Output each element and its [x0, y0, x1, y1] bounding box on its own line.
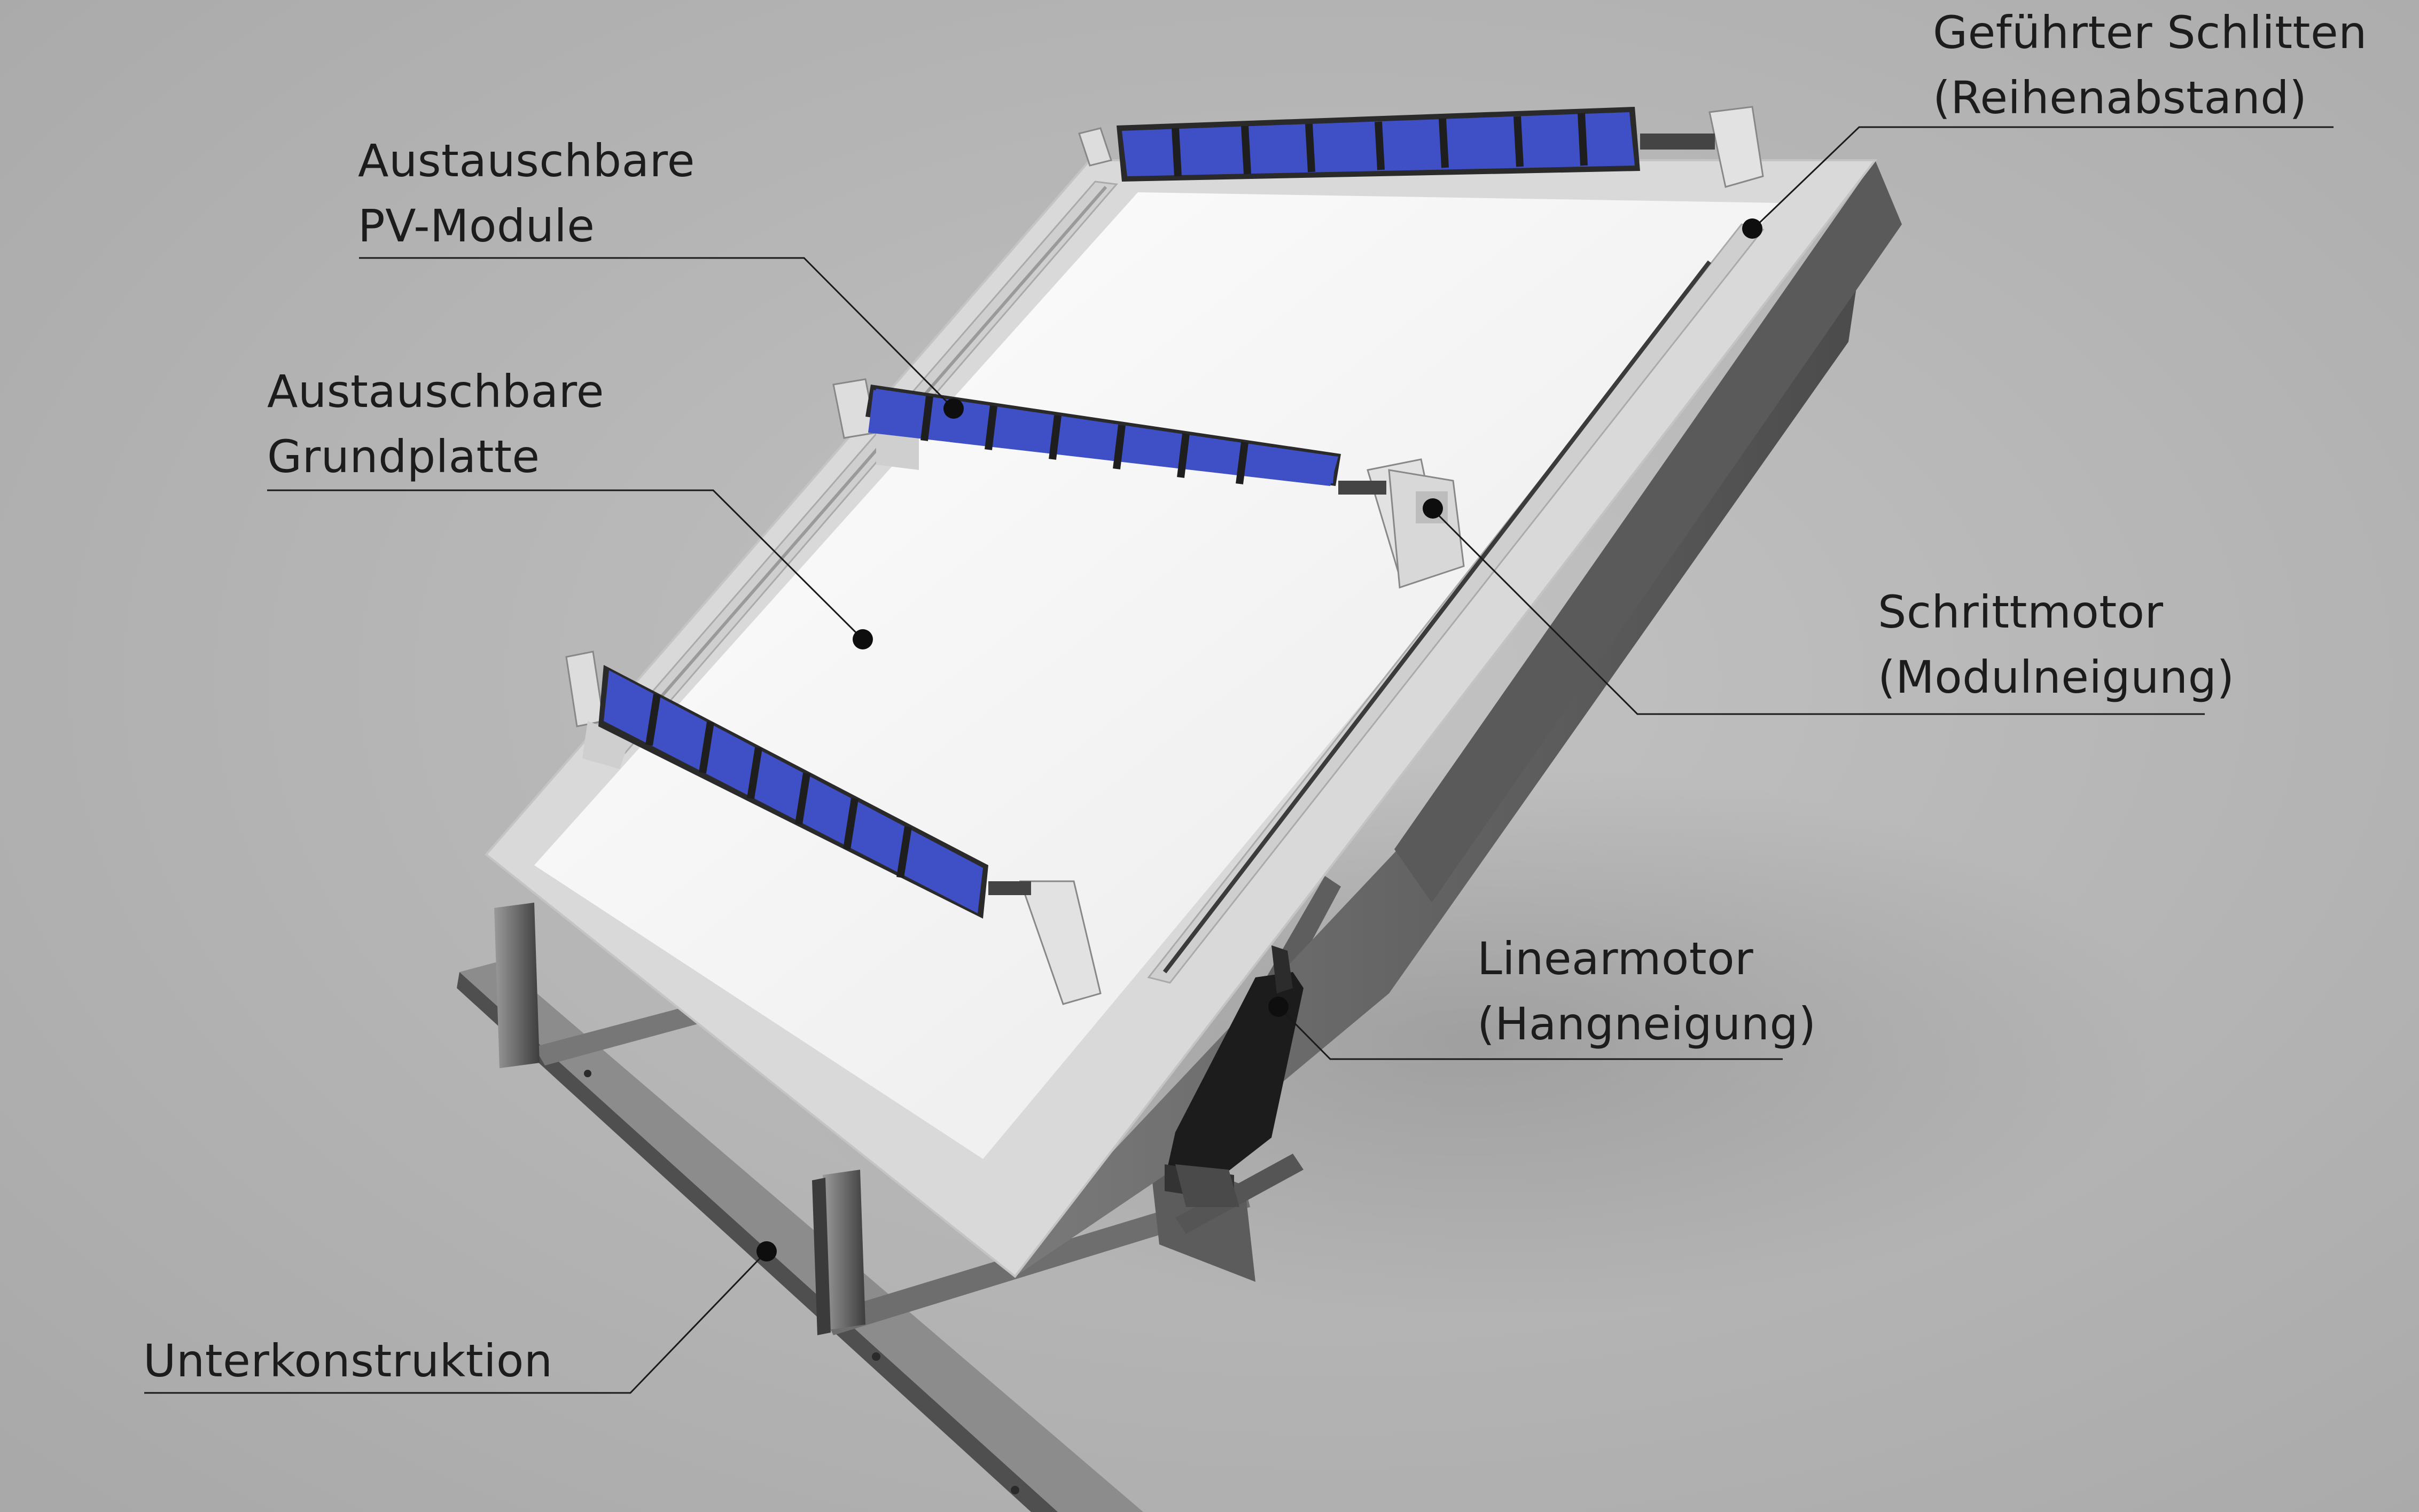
substructure — [457, 876, 1341, 1512]
label-pv-modules: Austauschbare PV-Module — [358, 128, 695, 258]
label-stepper-motor-line2: (Modulneigung) — [1878, 651, 2235, 703]
stepper-motor — [1388, 469, 1465, 589]
label-substructure-line1: Unterkonstruktion — [143, 1335, 553, 1387]
annotation-dots — [756, 218, 1762, 1262]
annotation-lines — [144, 126, 2334, 1394]
dot-linear-motor — [1268, 997, 1289, 1017]
pv-module-row-top — [1078, 106, 1764, 188]
base-plate — [534, 192, 1779, 1159]
label-base-plate: Austauschbare Grundplatte — [267, 359, 604, 489]
pv-module-row-middle — [832, 378, 1443, 578]
label-base-plate-line1: Austauschbare — [267, 365, 604, 418]
label-stepper-motor-line1: Schrittmotor — [1878, 586, 2164, 638]
leader-stepper-motor — [1431, 507, 2205, 715]
label-rail-carriage-line1: Geführter Schlitten — [1933, 6, 2367, 59]
dot-stepper-motor — [1423, 498, 1443, 519]
label-linear-motor: Linearmotor (Hangneigung) — [1477, 926, 1816, 1056]
label-stepper-motor: Schrittmotor (Modulneigung) — [1878, 579, 2235, 710]
label-substructure: Unterkonstruktion — [143, 1328, 553, 1393]
leader-rail-carriage — [1751, 126, 2334, 231]
label-linear-motor-line1: Linearmotor — [1477, 933, 1754, 985]
label-base-plate-line2: Grundplatte — [267, 430, 540, 483]
dot-base-plate — [853, 629, 873, 649]
label-linear-motor-line2: (Hangneigung) — [1477, 998, 1816, 1050]
dot-rail-carriage — [1742, 218, 1762, 239]
leader-substructure — [144, 1250, 768, 1394]
pv-module-row-bottom — [565, 651, 1102, 1005]
label-rail-carriage: Geführter Schlitten (Reihenabstand) — [1933, 0, 2367, 130]
label-pv-modules-line1: Austauschbare — [358, 135, 695, 187]
leader-base-plate — [267, 489, 864, 640]
dot-pv-modules — [943, 398, 964, 419]
label-rail-carriage-line2: (Reihenabstand) — [1933, 72, 2307, 124]
label-pv-modules-line2: PV-Module — [358, 200, 595, 252]
dot-substructure — [756, 1241, 777, 1262]
leader-pv-modules — [359, 257, 955, 410]
leader-linear-motor — [1277, 1006, 1783, 1060]
